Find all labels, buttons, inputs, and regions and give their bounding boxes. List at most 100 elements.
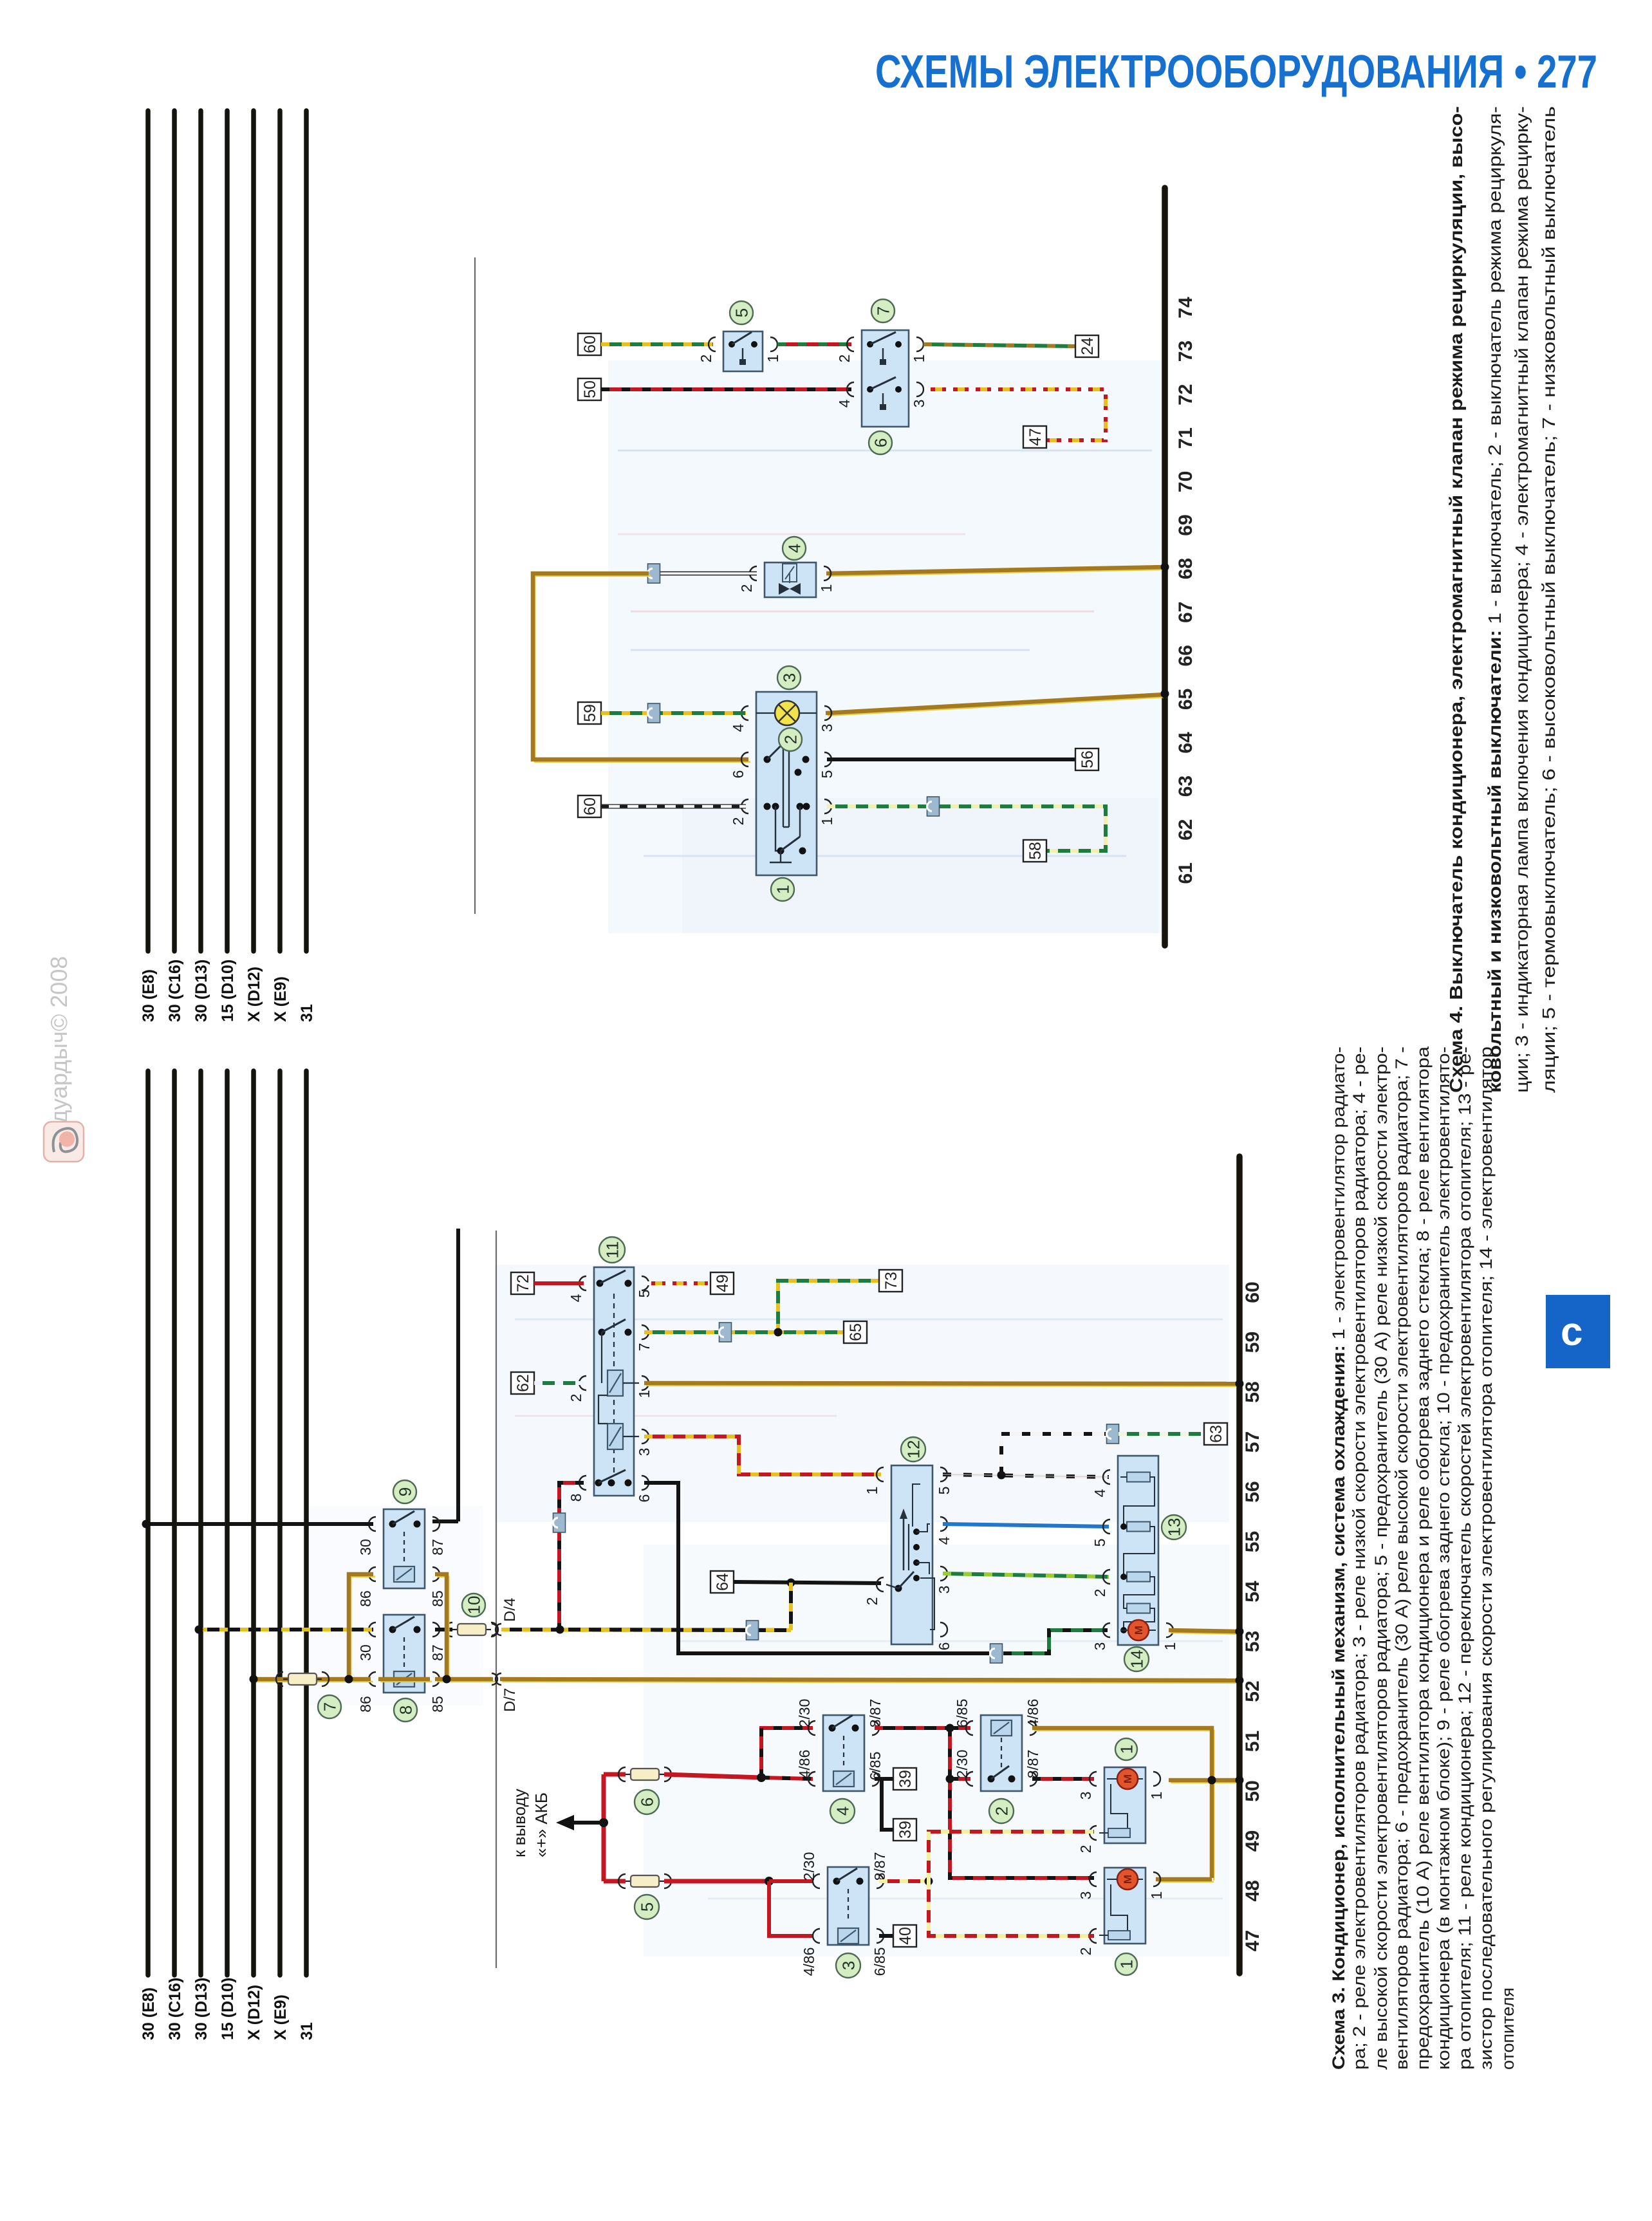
svg-text:1: 1 bbox=[1162, 1642, 1178, 1651]
svg-text:2: 2 bbox=[568, 1394, 584, 1402]
svg-text:59: 59 bbox=[581, 704, 599, 722]
svg-text:4/86: 4/86 bbox=[801, 1947, 817, 1976]
svg-text:2: 2 bbox=[738, 584, 755, 593]
svg-text:6: 6 bbox=[730, 770, 747, 779]
svg-text:M: M bbox=[1133, 1626, 1145, 1635]
svg-text:30 (E8): 30 (E8) bbox=[140, 1987, 158, 2040]
svg-text:5: 5 bbox=[819, 770, 835, 779]
svg-text:71: 71 bbox=[1175, 427, 1196, 449]
svg-text:2/30: 2/30 bbox=[796, 1699, 813, 1728]
svg-text:4: 4 bbox=[936, 1536, 952, 1545]
svg-text:7: 7 bbox=[636, 1343, 653, 1352]
svg-text:86: 86 bbox=[357, 1590, 374, 1607]
svg-text:4/86: 4/86 bbox=[1025, 1699, 1041, 1728]
svg-text:68: 68 bbox=[1175, 558, 1196, 579]
svg-text:47: 47 bbox=[1026, 428, 1044, 446]
svg-text:3: 3 bbox=[1091, 1642, 1108, 1651]
svg-text:14: 14 bbox=[1127, 1650, 1146, 1669]
svg-text:64: 64 bbox=[714, 1573, 732, 1591]
svg-text:30: 30 bbox=[357, 1539, 374, 1556]
svg-text:49: 49 bbox=[1242, 1830, 1263, 1852]
svg-text:61: 61 bbox=[1175, 862, 1196, 884]
svg-text:1: 1 bbox=[819, 817, 835, 826]
svg-text:30 (E8): 30 (E8) bbox=[140, 969, 158, 1022]
svg-text:ковольтный и низковольтный вык: ковольтный и низковольтный выключатели: … bbox=[1485, 106, 1505, 1093]
svg-text:ляции; 5 - термовыключатель; 6: ляции; 5 - термовыключатель; 6 - высоков… bbox=[1539, 106, 1559, 1093]
svg-text:3: 3 bbox=[636, 1448, 653, 1456]
svg-text:53: 53 bbox=[1242, 1631, 1263, 1652]
svg-text:65: 65 bbox=[847, 1323, 865, 1341]
svg-text:M: M bbox=[1122, 1875, 1134, 1884]
svg-text:6: 6 bbox=[637, 1798, 656, 1807]
svg-text:5: 5 bbox=[637, 1902, 656, 1911]
svg-text:64: 64 bbox=[1175, 732, 1196, 754]
svg-text:3: 3 bbox=[1077, 1792, 1094, 1800]
svg-text:1: 1 bbox=[1117, 1745, 1136, 1754]
svg-text:1: 1 bbox=[1148, 1891, 1165, 1900]
svg-text:X (D12): X (D12) bbox=[245, 1985, 263, 2040]
svg-text:62: 62 bbox=[1175, 819, 1196, 841]
svg-text:8: 8 bbox=[568, 1494, 584, 1502]
svg-text:13: 13 bbox=[1164, 1518, 1183, 1537]
svg-text:2: 2 bbox=[836, 355, 853, 363]
svg-text:1: 1 bbox=[864, 1487, 880, 1495]
svg-text:60: 60 bbox=[581, 335, 599, 353]
svg-text:86: 86 bbox=[357, 1696, 374, 1713]
svg-text:85: 85 bbox=[429, 1590, 446, 1607]
svg-text:52: 52 bbox=[1242, 1680, 1263, 1702]
svg-text:5: 5 bbox=[936, 1487, 952, 1495]
svg-text:ра отопителя; 11 - реле кондиц: ра отопителя; 11 - реле кондиционера; 12… bbox=[1455, 1046, 1474, 2070]
svg-text:58: 58 bbox=[1026, 842, 1044, 860]
svg-text:87: 87 bbox=[429, 1539, 446, 1556]
svg-text:2: 2 bbox=[781, 735, 800, 744]
svg-text:8/87: 8/87 bbox=[867, 1699, 884, 1728]
svg-text:6: 6 bbox=[936, 1642, 952, 1651]
svg-text:1: 1 bbox=[818, 584, 835, 593]
svg-text:3: 3 bbox=[839, 1961, 858, 1970]
svg-text:c: c bbox=[1561, 1310, 1582, 1354]
svg-text:X (E9): X (E9) bbox=[272, 1994, 290, 2040]
svg-text:72: 72 bbox=[1175, 384, 1196, 405]
svg-text:72: 72 bbox=[514, 1274, 532, 1292]
svg-text:предохранитель (10 А) реле вен: предохранитель (10 А) реле вентилятора к… bbox=[1413, 1046, 1433, 2070]
svg-text:30: 30 bbox=[357, 1644, 374, 1661]
svg-text:9: 9 bbox=[395, 1487, 414, 1496]
svg-text:3: 3 bbox=[779, 673, 799, 682]
svg-text:30 (D13): 30 (D13) bbox=[192, 960, 210, 1022]
svg-text:5: 5 bbox=[732, 308, 751, 317]
svg-text:8/87: 8/87 bbox=[1025, 1750, 1041, 1779]
svg-text:60: 60 bbox=[581, 797, 599, 815]
svg-text:63: 63 bbox=[1175, 776, 1196, 797]
svg-text:Схема 4. Выключатель кондицион: Схема 4. Выключатель кондиционера, элект… bbox=[1446, 106, 1466, 1093]
svg-text:58: 58 bbox=[1242, 1381, 1263, 1402]
svg-text:85: 85 bbox=[429, 1696, 446, 1713]
svg-text:31: 31 bbox=[298, 1004, 316, 1022]
svg-text:2/30: 2/30 bbox=[801, 1852, 817, 1881]
svg-text:X (E9): X (E9) bbox=[272, 976, 290, 1022]
svg-text:4/86: 4/86 bbox=[796, 1750, 813, 1779]
svg-text:кондиционера (в монтажном блок: кондиционера (в монтажном блоке); 9 - ре… bbox=[1434, 1046, 1453, 2070]
svg-text:2: 2 bbox=[1077, 1845, 1094, 1854]
svg-text:70: 70 bbox=[1175, 471, 1196, 492]
svg-text:65: 65 bbox=[1175, 689, 1196, 710]
svg-text:зистор последовательного регул: зистор последовательного регулирования с… bbox=[1476, 1046, 1496, 2070]
svg-text:24: 24 bbox=[1079, 337, 1097, 355]
svg-text:10: 10 bbox=[464, 1596, 483, 1615]
svg-text:51: 51 bbox=[1242, 1731, 1263, 1752]
svg-text:1: 1 bbox=[773, 885, 792, 894]
svg-text:30 (C16): 30 (C16) bbox=[166, 960, 184, 1022]
svg-text:15 (D10): 15 (D10) bbox=[219, 1978, 237, 2040]
svg-text:74: 74 bbox=[1175, 297, 1196, 319]
svg-text:5: 5 bbox=[636, 1290, 653, 1298]
svg-text:62: 62 bbox=[514, 1374, 532, 1392]
svg-text:6: 6 bbox=[871, 438, 890, 447]
svg-text:30 (D13): 30 (D13) bbox=[192, 1978, 210, 2040]
svg-text:8: 8 bbox=[396, 1705, 415, 1715]
svg-text:1: 1 bbox=[765, 355, 781, 363]
svg-text:48: 48 bbox=[1242, 1880, 1263, 1901]
svg-text:X (D12): X (D12) bbox=[245, 967, 263, 1022]
svg-text:2: 2 bbox=[698, 355, 714, 363]
svg-text:5: 5 bbox=[1091, 1539, 1108, 1547]
svg-text:1: 1 bbox=[911, 355, 927, 363]
svg-text:СХЕМЫ ЭЛЕКТРООБОРУДОВАНИЯ • 27: СХЕМЫ ЭЛЕКТРООБОРУДОВАНИЯ • 277 bbox=[875, 46, 1597, 98]
